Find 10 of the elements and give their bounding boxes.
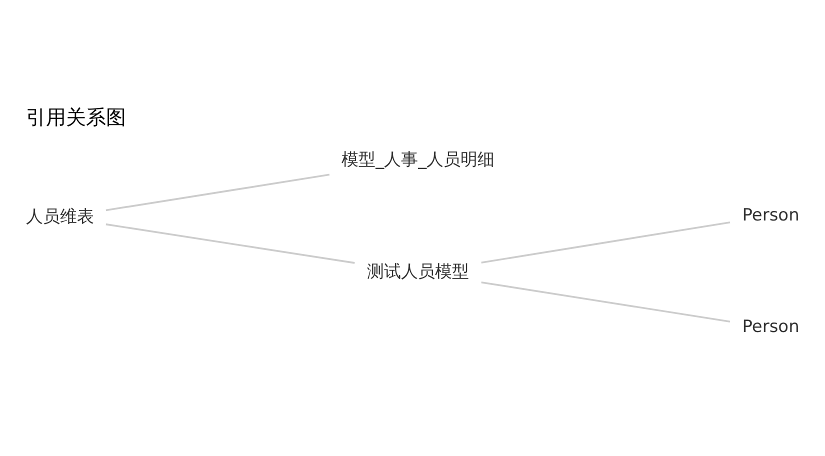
- node-text: 模型_人事_人员明细: [342, 150, 495, 170]
- connector: [481, 221, 730, 264]
- node-text: Person: [742, 317, 800, 338]
- diagram-title: 引用关系图: [26, 106, 126, 130]
- connector: [106, 223, 355, 264]
- connector: [481, 281, 730, 323]
- connector: [106, 174, 330, 212]
- node-text: 人员维表: [26, 206, 94, 227]
- node-text: 测试人员模型: [367, 262, 470, 282]
- node-text: Person: [742, 205, 800, 226]
